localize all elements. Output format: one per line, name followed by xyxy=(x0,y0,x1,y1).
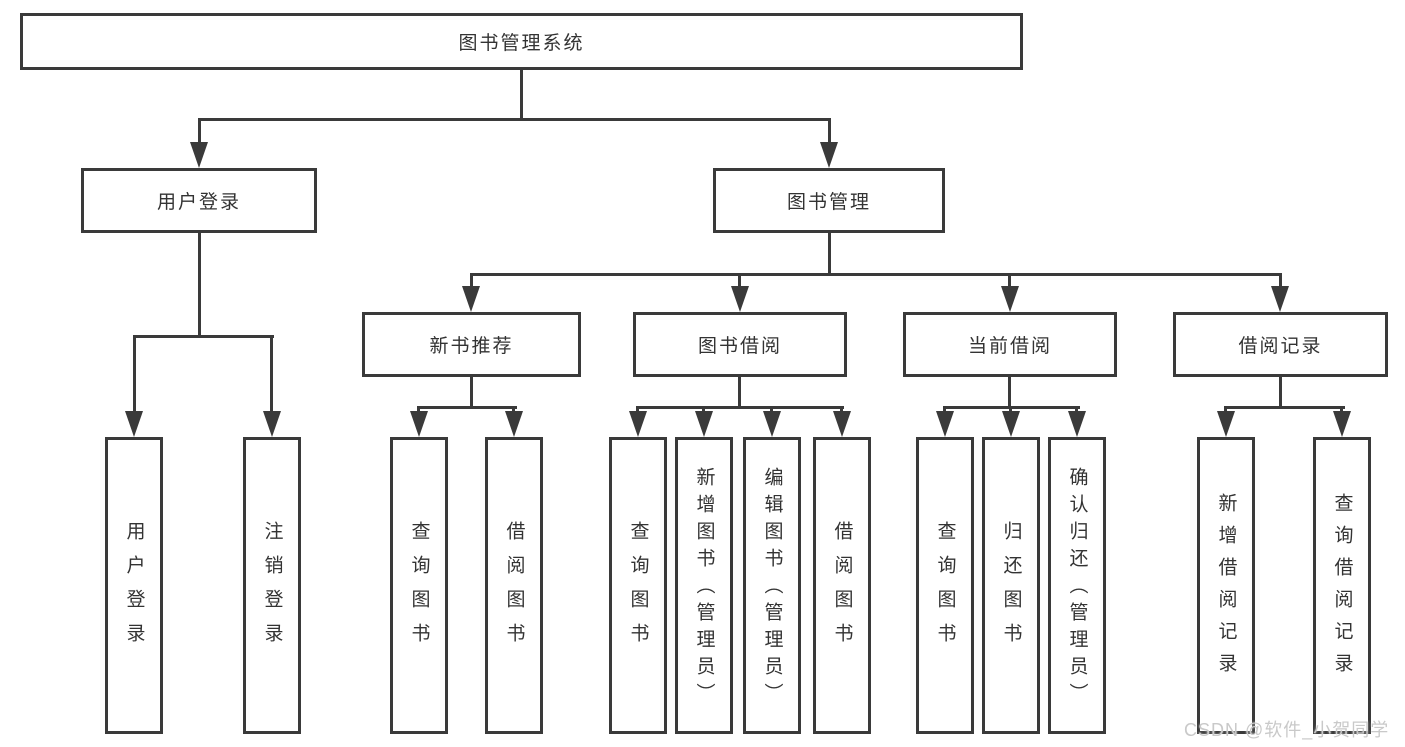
arrow-down-icon xyxy=(1001,286,1019,312)
leaf-current-confirm-return-admin: 确认归还（管理员） xyxy=(1048,437,1106,734)
connector-drop xyxy=(1224,406,1227,413)
node-new-book-recommend: 新书推荐 xyxy=(362,312,581,377)
connector-drop xyxy=(512,406,515,413)
node-book-borrowing: 图书借阅 xyxy=(633,312,847,377)
connector-newrec-stem xyxy=(470,377,473,406)
connector-drop xyxy=(943,406,946,413)
connector-current-stem xyxy=(1008,377,1011,406)
connector-records-stem xyxy=(1279,377,1282,406)
connector-userlogin-stem xyxy=(198,233,201,335)
arrow-down-icon xyxy=(695,411,713,437)
leaf-borrow-edit-books-admin: 编辑图书（管理员） xyxy=(743,437,801,734)
connector-userlogin-bar xyxy=(133,335,274,338)
arrow-down-icon xyxy=(763,411,781,437)
leaf-newrec-query-books: 查询图书 xyxy=(390,437,448,734)
arrow-down-icon xyxy=(820,142,838,168)
connector-borrow-stem xyxy=(738,377,741,406)
arrow-down-icon xyxy=(629,411,647,437)
leaf-borrow-borrow-books: 借阅图书 xyxy=(813,437,871,734)
connector-newrec-bar xyxy=(417,406,517,409)
arrow-down-icon xyxy=(1217,411,1235,437)
connector-drop-borrow-records xyxy=(1279,273,1282,288)
arrow-down-icon xyxy=(1271,286,1289,312)
connector-records-bar xyxy=(1224,406,1345,409)
connector-drop xyxy=(636,406,639,413)
arrow-down-icon xyxy=(410,411,428,437)
arrow-down-icon xyxy=(505,411,523,437)
arrow-down-icon xyxy=(1002,411,1020,437)
connector-drop-book-mgmt xyxy=(828,118,831,145)
leaf-newrec-borrow-books: 借阅图书 xyxy=(485,437,543,734)
connector-level3-bar xyxy=(470,273,1282,276)
connector-root-stem xyxy=(520,70,523,118)
arrow-down-icon xyxy=(190,142,208,168)
connector-drop-new-rec xyxy=(470,273,473,288)
connector-drop xyxy=(702,406,705,413)
connector-drop-current-borrow xyxy=(1008,273,1011,288)
arrow-down-icon xyxy=(936,411,954,437)
arrow-down-icon xyxy=(125,411,143,437)
leaf-records-add-record: 新增借阅记录 xyxy=(1197,437,1255,734)
leaf-records-query-record: 查询借阅记录 xyxy=(1313,437,1371,734)
leaf-current-query-books: 查询图书 xyxy=(916,437,974,734)
connector-level2-bar xyxy=(198,118,831,121)
leaf-borrow-add-books-admin: 新增图书（管理员） xyxy=(675,437,733,734)
leaf-user-login: 用户登录 xyxy=(105,437,163,734)
arrow-down-icon xyxy=(462,286,480,312)
arrow-down-icon xyxy=(833,411,851,437)
connector-drop xyxy=(417,406,420,413)
connector-drop xyxy=(770,406,773,413)
node-user-login-branch: 用户登录 xyxy=(81,168,317,233)
connector-drop xyxy=(1009,406,1012,413)
node-borrowing-records: 借阅记录 xyxy=(1173,312,1388,377)
leaf-current-return-books: 归还图书 xyxy=(982,437,1040,734)
connector-drop-user-login xyxy=(198,118,201,145)
connector-drop xyxy=(840,406,843,413)
arrow-down-icon xyxy=(263,411,281,437)
arrow-down-icon xyxy=(1068,411,1086,437)
leaf-logout: 注销登录 xyxy=(243,437,301,734)
connector-drop xyxy=(1075,406,1078,413)
node-book-management-branch: 图书管理 xyxy=(713,168,945,233)
arrow-down-icon xyxy=(1333,411,1351,437)
connector-drop-book-borrow xyxy=(738,273,741,288)
arrow-down-icon xyxy=(731,286,749,312)
node-root-library-system: 图书管理系统 xyxy=(20,13,1023,70)
connector-borrow-bar xyxy=(636,406,844,409)
connector-drop-leaf-logout xyxy=(270,335,273,413)
connector-drop xyxy=(1340,406,1343,413)
node-current-borrowing: 当前借阅 xyxy=(903,312,1117,377)
leaf-borrow-query-books: 查询图书 xyxy=(609,437,667,734)
watermark: CSDN @软件_小贺同学 xyxy=(1184,720,1390,740)
connector-bookmgmt-stem xyxy=(828,232,831,273)
connector-drop-leaf-login xyxy=(133,335,136,413)
